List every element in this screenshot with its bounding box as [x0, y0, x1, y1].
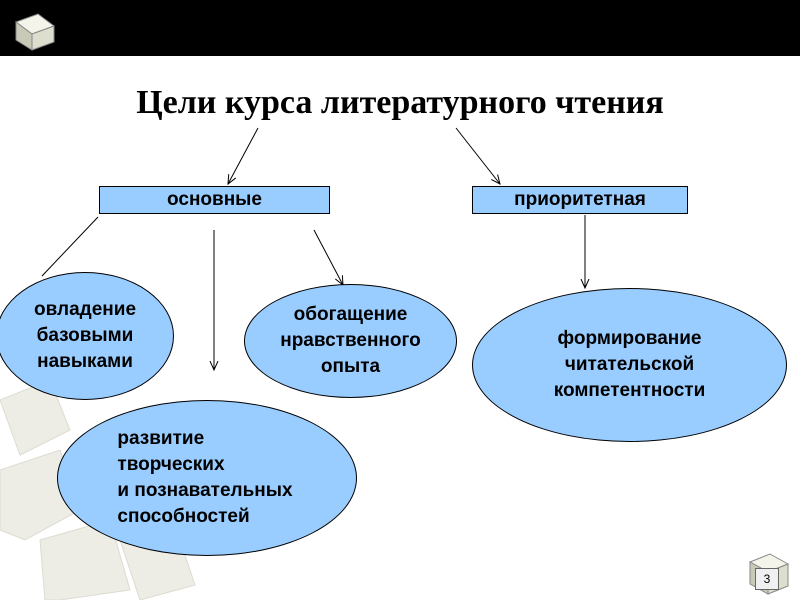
goal-line: развитие [117, 426, 292, 452]
goal-line: навыками [34, 349, 136, 375]
arrow-title-to-priority [456, 128, 500, 184]
ellipse-reading-competence: формирование читательской компетентности [472, 288, 787, 442]
goal-line: способностей [117, 504, 292, 530]
arrow-main-to-moral [314, 230, 343, 285]
ellipse-basic-skills: овладение базовыми навыками [0, 272, 174, 400]
goal-line: овладение [34, 297, 136, 323]
goal-line: нравственного [280, 328, 421, 354]
line-main-to-skills [42, 217, 98, 276]
goal-line: формирование [554, 326, 706, 352]
goal-line: и познавательных [117, 478, 292, 504]
goal-line: творческих [117, 452, 292, 478]
goal-line: опыта [280, 354, 421, 380]
ellipse-moral-experience: обогащение нравственного опыта [244, 284, 457, 398]
box-priority-goal: приоритетная [472, 186, 688, 214]
arrow-title-to-main [228, 128, 258, 184]
box-main-goals: основные [99, 186, 330, 214]
goal-line: обогащение [280, 302, 421, 328]
ellipse-creative-abilities: развитие творческих и познавательных спо… [57, 400, 357, 556]
goal-line: базовыми [34, 323, 136, 349]
goal-line: компетентности [554, 378, 706, 404]
slide-number: 3 [755, 568, 779, 590]
goal-line: читательской [554, 352, 706, 378]
